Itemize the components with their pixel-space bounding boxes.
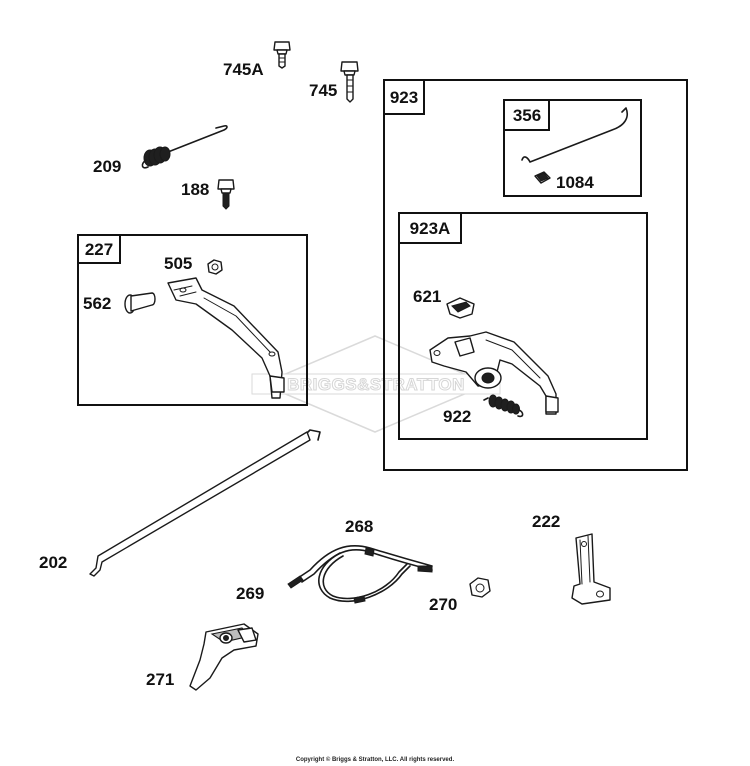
part-label-222: 222 [532,512,560,531]
group-227: 227 [77,234,308,406]
rod-202-drawing [89,429,321,577]
group-356-frame [503,99,642,197]
cable-268-drawing [287,545,433,604]
watermark-text: BRIGGS&STRATTON [287,375,465,394]
group-923A-label: 923A [410,219,451,238]
part-label-209: 209 [93,157,121,176]
group-227-label: 227 [85,240,113,259]
bracket-222-drawing [571,533,611,605]
part-label-202: 202 [39,553,67,572]
copyright-notice: Copyright © Briggs & Stratton, LLC. All … [296,756,455,763]
part-label-621: 621 [413,287,441,306]
part-label-922: 922 [443,407,471,426]
link-356-drawing [521,107,628,184]
spring-209-drawing [141,125,228,169]
part-label-745: 745 [309,81,337,100]
part-label-270: 270 [429,595,457,614]
group-356: 356 [503,99,642,197]
part-label-745A: 745A [223,60,264,79]
group-227-tag [77,234,121,264]
part-label-269: 269 [236,584,264,603]
part-label-562: 562 [83,294,111,313]
part-label-188: 188 [181,180,209,199]
group-923A-tag [398,212,462,244]
group-923A: 923A [398,212,648,440]
governor-lever-923A-drawing [429,297,559,418]
group-923A-frame [398,212,648,440]
part-label-505: 505 [164,254,192,273]
part-label-268: 268 [345,517,373,536]
group-923-frame [383,79,688,471]
nut-270-drawing [469,577,491,598]
group-923-label: 923 [390,88,418,107]
brand-watermark: BRIGGS&STRATTON [251,335,501,433]
part-label-271: 271 [146,670,174,689]
bracket-271-drawing [189,623,259,691]
group-227-frame [77,234,308,406]
group-923: 923 [383,79,688,471]
part-label-1084: 1084 [556,173,594,192]
group-356-tag [503,99,550,131]
group-923-tag [383,79,425,115]
screw-745A-drawing [273,41,291,69]
group-356-label: 356 [513,106,541,125]
screw-188-drawing [217,179,235,210]
screw-745-drawing [340,61,359,103]
lever-227-drawing [124,259,285,399]
